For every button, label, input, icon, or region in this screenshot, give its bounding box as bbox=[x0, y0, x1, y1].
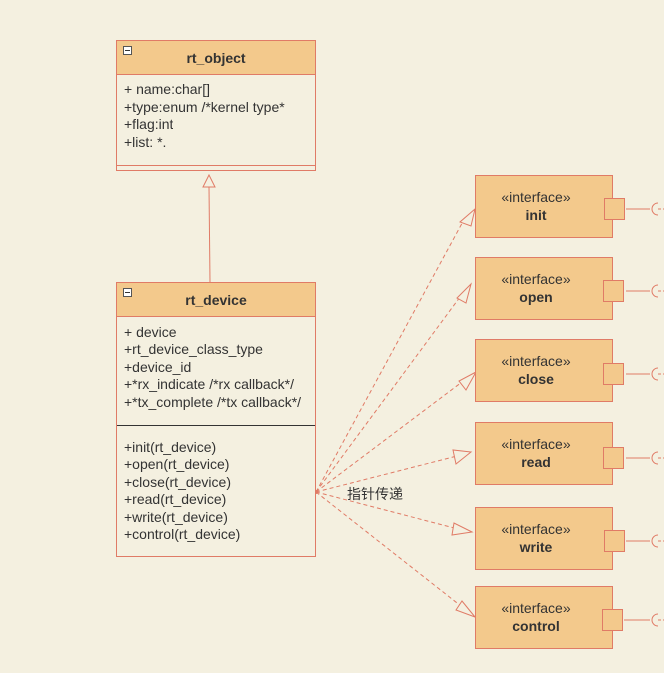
arrow-to-open bbox=[315, 292, 464, 493]
interface-init[interactable]: «interface» init bbox=[475, 175, 625, 238]
arrow-to-close bbox=[315, 378, 467, 493]
attribute: +*rx_indicate /*rx callback*/ bbox=[124, 376, 295, 392]
interface-name: close bbox=[518, 371, 554, 387]
attribute: + device bbox=[124, 324, 177, 340]
collapse-icon[interactable] bbox=[123, 46, 132, 55]
port[interactable] bbox=[603, 447, 624, 469]
interface-name: init bbox=[525, 207, 547, 223]
section-divider bbox=[117, 165, 315, 166]
interface-stereotype: «interface» bbox=[501, 353, 571, 369]
arrowhead-open bbox=[456, 282, 472, 304]
interface-name: write bbox=[519, 539, 553, 555]
method: +init(rt_device) bbox=[124, 439, 217, 455]
port[interactable] bbox=[604, 530, 625, 552]
arrowhead-init bbox=[459, 207, 476, 227]
attribute: +flag:int bbox=[124, 116, 174, 132]
attribute: +*tx_complete /*tx callback*/ bbox=[124, 394, 302, 410]
method: +write(rt_device) bbox=[124, 509, 228, 525]
interface-control[interactable]: «interface» control bbox=[475, 586, 623, 649]
class-header: rt_object bbox=[117, 41, 315, 75]
arrowhead-read bbox=[452, 449, 473, 465]
arrowhead-close bbox=[458, 370, 478, 391]
method: +close(rt_device) bbox=[124, 474, 231, 490]
interface-open[interactable]: «interface» open bbox=[475, 257, 624, 320]
interface-stereotype: «interface» bbox=[501, 600, 571, 616]
attribute: + name:char[] bbox=[124, 81, 210, 97]
port[interactable] bbox=[603, 363, 624, 385]
arrowhead-write bbox=[451, 522, 474, 536]
class-title: rt_device bbox=[185, 292, 247, 308]
interface-close[interactable]: «interface» close bbox=[475, 339, 624, 402]
dependency-arrows bbox=[315, 207, 478, 619]
attribute: +rt_device_class_type bbox=[124, 341, 263, 357]
method: +control(rt_device) bbox=[124, 526, 241, 542]
attribute: +list: *. bbox=[124, 134, 167, 150]
interface-stereotype: «interface» bbox=[501, 436, 571, 452]
method: +open(rt_device) bbox=[124, 456, 230, 472]
attribute: +device_id bbox=[124, 359, 192, 375]
arrow-to-read bbox=[315, 454, 462, 493]
arrowhead-control bbox=[455, 600, 477, 619]
collapse-icon[interactable] bbox=[123, 288, 132, 297]
interface-stereotype: «interface» bbox=[501, 521, 571, 537]
interface-write[interactable]: «interface» write bbox=[475, 507, 625, 570]
class-title: rt_object bbox=[186, 50, 246, 66]
arrow-to-control bbox=[315, 491, 467, 611]
inheritance-arrowhead bbox=[202, 173, 216, 188]
method: +read(rt_device) bbox=[124, 491, 227, 507]
interface-name: read bbox=[521, 454, 551, 470]
lollipop-connectors bbox=[624, 202, 664, 627]
attribute: +type:enum /*kernel type* bbox=[124, 99, 285, 115]
port[interactable] bbox=[603, 280, 624, 302]
interface-stereotype: «interface» bbox=[501, 189, 571, 205]
interface-stereotype: «interface» bbox=[501, 271, 571, 287]
interface-name: open bbox=[519, 289, 553, 305]
interface-read[interactable]: «interface» read bbox=[475, 422, 624, 485]
class-rt-object[interactable]: rt_object + name:char[] +type:enum /*ker… bbox=[116, 40, 316, 171]
arrow-to-init bbox=[315, 215, 467, 493]
edge-label: 指针传递 bbox=[347, 487, 403, 503]
port[interactable] bbox=[604, 198, 625, 220]
class-header: rt_device bbox=[117, 283, 315, 317]
inheritance-line bbox=[208, 186, 211, 283]
class-rt-device[interactable]: rt_device + device +rt_device_class_type… bbox=[116, 282, 316, 557]
section-divider bbox=[117, 425, 315, 426]
port[interactable] bbox=[602, 609, 623, 631]
interface-name: control bbox=[512, 618, 560, 634]
